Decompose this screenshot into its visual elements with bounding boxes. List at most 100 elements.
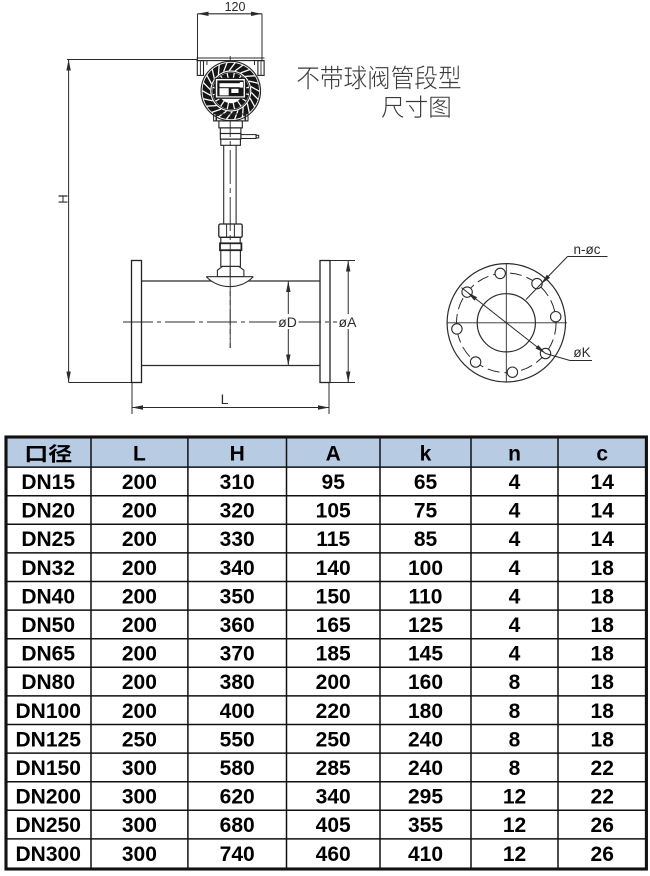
svg-text:125: 125: [408, 614, 443, 637]
svg-text:18: 18: [591, 614, 615, 637]
svg-text:4: 4: [509, 528, 521, 551]
svg-text:DN200: DN200: [16, 786, 81, 809]
svg-text:350: 350: [220, 585, 255, 608]
svg-text:75: 75: [414, 500, 438, 523]
svg-text:DN15: DN15: [21, 471, 75, 494]
svg-text:DN32: DN32: [21, 557, 75, 580]
svg-text:200: 200: [122, 671, 157, 694]
svg-text:18: 18: [591, 643, 615, 666]
svg-text:220: 220: [316, 700, 351, 723]
svg-text:14: 14: [591, 500, 615, 523]
svg-text:14: 14: [591, 528, 615, 551]
svg-text:18: 18: [591, 671, 615, 694]
svg-text:4: 4: [509, 585, 521, 608]
svg-text:185: 185: [316, 643, 351, 666]
svg-text:340: 340: [316, 786, 351, 809]
svg-text:DN25: DN25: [21, 528, 75, 551]
svg-text:65: 65: [414, 471, 438, 494]
svg-text:200: 200: [316, 671, 351, 694]
svg-text:140: 140: [316, 557, 351, 580]
svg-text:L: L: [133, 442, 146, 465]
svg-text:A: A: [326, 442, 341, 465]
svg-text:18: 18: [591, 728, 615, 751]
svg-text:4: 4: [509, 614, 521, 637]
svg-text:740: 740: [220, 843, 255, 866]
svg-text:120: 120: [225, 0, 246, 14]
svg-text:8: 8: [509, 671, 521, 694]
svg-text:95: 95: [322, 471, 346, 494]
svg-text:180: 180: [408, 700, 443, 723]
svg-text:4: 4: [509, 643, 521, 666]
svg-text:12: 12: [503, 814, 526, 837]
svg-text:22: 22: [591, 757, 614, 780]
svg-text:18: 18: [591, 585, 615, 608]
svg-text:300: 300: [122, 814, 157, 837]
svg-text:285: 285: [316, 757, 351, 780]
svg-text:380: 380: [220, 671, 255, 694]
svg-text:12: 12: [503, 843, 526, 866]
svg-text:18: 18: [591, 557, 615, 580]
svg-text:200: 200: [122, 557, 157, 580]
svg-text:DN20: DN20: [21, 500, 75, 523]
svg-text:DN150: DN150: [16, 757, 81, 780]
svg-text:300: 300: [122, 843, 157, 866]
svg-text:300: 300: [122, 757, 157, 780]
svg-text:8: 8: [509, 728, 521, 751]
svg-text:22: 22: [591, 786, 614, 809]
svg-text:115: 115: [316, 528, 350, 551]
svg-text:105: 105: [316, 500, 351, 523]
svg-text:250: 250: [122, 728, 157, 751]
svg-text:4: 4: [509, 471, 521, 494]
svg-text:370: 370: [220, 643, 255, 666]
svg-text:H: H: [56, 194, 71, 203]
svg-text:200: 200: [122, 500, 157, 523]
svg-text:620: 620: [220, 786, 255, 809]
svg-text:4: 4: [509, 557, 521, 580]
svg-text:200: 200: [122, 614, 157, 637]
svg-text:DN125: DN125: [16, 728, 82, 751]
svg-text:12: 12: [503, 786, 526, 809]
svg-text:250: 250: [316, 728, 351, 751]
svg-text:n-øc: n-øc: [574, 242, 601, 257]
svg-text:580: 580: [220, 757, 255, 780]
svg-text:165: 165: [316, 614, 351, 637]
svg-text:øA: øA: [339, 314, 358, 330]
svg-text:400: 400: [220, 700, 255, 723]
svg-text:DN250: DN250: [16, 814, 81, 837]
svg-text:DN300: DN300: [16, 843, 81, 866]
svg-text:355: 355: [408, 814, 443, 837]
svg-text:85: 85: [414, 528, 438, 551]
svg-text:18: 18: [591, 700, 615, 723]
svg-text:L: L: [221, 391, 229, 407]
svg-text:c: c: [596, 442, 608, 465]
svg-text:8: 8: [509, 700, 521, 723]
svg-text:26: 26: [591, 814, 614, 837]
svg-text:k: k: [420, 442, 432, 465]
svg-text:310: 310: [220, 471, 255, 494]
svg-text:8: 8: [509, 757, 521, 780]
svg-text:160: 160: [408, 671, 443, 694]
svg-text:200: 200: [122, 585, 157, 608]
svg-text:680: 680: [220, 814, 255, 837]
svg-text:26: 26: [591, 843, 614, 866]
svg-text:110: 110: [409, 585, 443, 608]
svg-text:100: 100: [408, 557, 443, 580]
svg-text:200: 200: [122, 528, 157, 551]
svg-text:14: 14: [591, 471, 615, 494]
svg-text:360: 360: [220, 614, 255, 637]
svg-text:320: 320: [220, 500, 255, 523]
svg-text:200: 200: [122, 700, 157, 723]
svg-text:150: 150: [316, 585, 351, 608]
svg-text:200: 200: [122, 471, 157, 494]
svg-text:410: 410: [408, 843, 443, 866]
svg-text:295: 295: [408, 786, 443, 809]
svg-text:DN40: DN40: [21, 585, 75, 608]
svg-text:n: n: [508, 442, 521, 465]
svg-text:330: 330: [220, 528, 255, 551]
svg-text:340: 340: [220, 557, 255, 580]
svg-text:460: 460: [316, 843, 351, 866]
svg-text:DN50: DN50: [21, 614, 75, 637]
svg-text:240: 240: [408, 757, 443, 780]
svg-text:240: 240: [408, 728, 443, 751]
svg-text:405: 405: [316, 814, 351, 837]
